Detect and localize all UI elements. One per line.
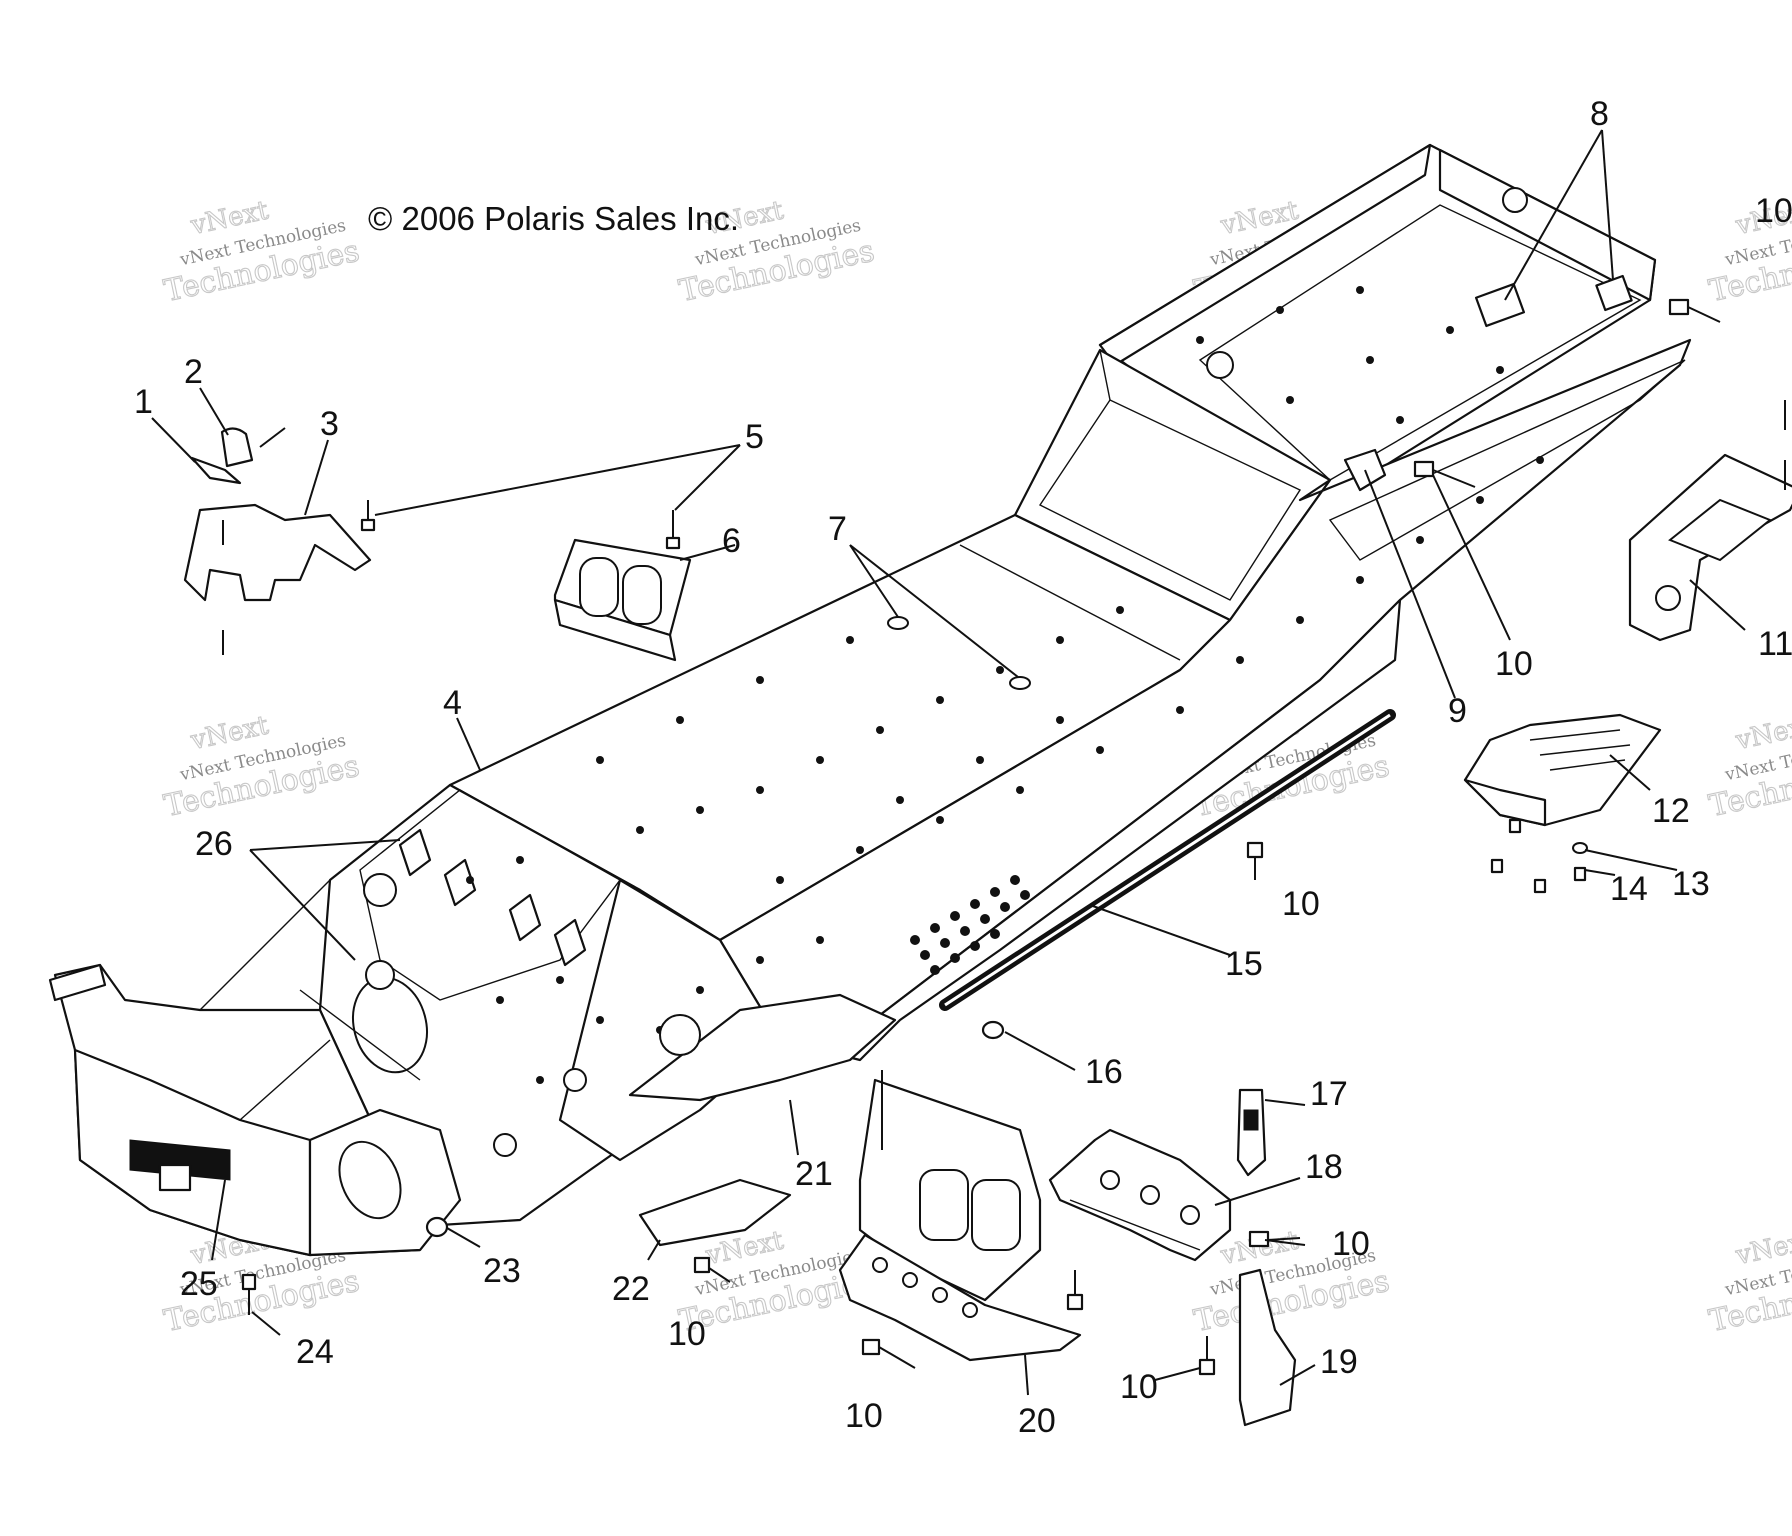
callout-26: 26 [195, 825, 233, 863]
part-14-screw [1573, 866, 1587, 882]
seat-riser-face [1038, 399, 1302, 601]
watermark: vNext vNext Technologies Technologies [1705, 1225, 1792, 1340]
callout-16: 16 [1085, 1053, 1123, 1091]
callout-8: 8 [1590, 95, 1609, 133]
watermark: vNext vNext Technologies Technologies [1705, 710, 1792, 825]
part-8-block [1595, 274, 1633, 312]
callout-4: 4 [443, 684, 462, 722]
watermark: vNext vNext Technologies Technologies [160, 195, 363, 310]
callout-10: 10 [668, 1315, 706, 1353]
running-board [778, 598, 1402, 1062]
part-10-bolt [861, 1338, 916, 1369]
callout-20: 20 [1018, 1402, 1056, 1440]
callout-15: 15 [1225, 945, 1263, 983]
callout-22: 22 [612, 1270, 650, 1308]
part-14-screw [1490, 858, 1504, 874]
part-20-mount [838, 1070, 1082, 1362]
svg-text:vNext: vNext [1733, 710, 1792, 756]
callout-23: 23 [483, 1252, 521, 1290]
callout-14: 14 [1610, 870, 1648, 908]
part-10-bolt [1248, 1230, 1301, 1248]
part-12-footrest [1463, 713, 1662, 827]
rivet-head [665, 536, 681, 550]
leader-lines [151, 129, 1746, 1396]
lower-trim-plate [628, 993, 897, 1102]
part-17-strap [1236, 1088, 1267, 1177]
callout-13: 13 [1672, 865, 1710, 903]
callout-11: 11 [1758, 625, 1792, 663]
toe-hook [398, 828, 432, 877]
part-10-bolt [1413, 460, 1476, 488]
callout-18: 18 [1305, 1148, 1343, 1186]
part-10-bolt [1198, 1336, 1216, 1376]
part-10-bolt [693, 1256, 731, 1283]
copyright-text: © 2006 Polaris Sales Inc. [368, 200, 739, 237]
tow-hook [158, 1163, 192, 1192]
watermark: vNext vNext Technologies Technologies [675, 195, 878, 310]
callout-10: 10 [1120, 1368, 1158, 1406]
part-24-fastener [241, 1273, 257, 1315]
part-18-plate [1048, 1128, 1232, 1262]
toe-hook [443, 858, 477, 907]
callouts: 1 2 3 4 5 6 7 8 9 10 11 12 13 14 15 16 1… [134, 95, 1792, 1440]
part-6-guard [553, 538, 692, 662]
part-14-screw [1533, 878, 1547, 894]
part-14-screw [1508, 818, 1522, 834]
chassis-frame [48, 143, 1692, 1257]
front-flange [48, 963, 107, 1002]
part-1-clip [190, 456, 242, 485]
callout-10: 10 [1282, 885, 1320, 923]
svg-text:vNext: vNext [1733, 1225, 1792, 1271]
callout-24: 24 [296, 1333, 334, 1371]
callout-25: 25 [180, 1265, 218, 1303]
callout-19: 19 [1320, 1343, 1358, 1381]
part-10-bolt [1668, 298, 1721, 323]
part-23-plug [425, 1216, 449, 1238]
tunnel-lower-rail [1328, 359, 1686, 561]
part-8-block [1474, 282, 1526, 328]
callout-1: 1 [134, 383, 153, 421]
toe-hook [553, 918, 587, 967]
part-3-bracket [183, 503, 372, 602]
part-16-plug [981, 1020, 1005, 1040]
traction-holes [910, 875, 1030, 975]
callout-21: 21 [795, 1155, 833, 1193]
callout-5: 5 [745, 418, 764, 456]
callout-10: 10 [1755, 192, 1792, 230]
callout-12: 12 [1652, 792, 1690, 830]
callout-7: 7 [828, 510, 847, 548]
part-11-bracket [1628, 453, 1792, 642]
callout-9: 9 [1448, 692, 1467, 730]
part-13-washer [1572, 842, 1588, 854]
part-19-bracket [1238, 1268, 1297, 1427]
callout-6: 6 [722, 522, 741, 560]
rivet-head [360, 518, 376, 532]
part-7-hole [1009, 676, 1031, 690]
callout-10: 10 [1332, 1225, 1370, 1263]
rear-tunnel-floor [1198, 204, 1642, 481]
part-10-bolt [1246, 841, 1264, 880]
callout-10: 10 [845, 1397, 883, 1435]
callout-17: 17 [1310, 1075, 1348, 1113]
callout-10: 10 [1495, 645, 1533, 683]
nose-oval-hole [338, 1140, 402, 1220]
part-10-bolt [1066, 1270, 1084, 1311]
watermark: vNext vNext Technologies Technologies [160, 710, 363, 825]
callout-2: 2 [184, 353, 203, 391]
rivet-holes [363, 187, 1544, 1157]
part-7-hole [887, 616, 909, 630]
toe-hook [508, 893, 542, 942]
part-22-plate [638, 1178, 792, 1247]
callout-3: 3 [320, 405, 339, 443]
front-bumper-plate [129, 1139, 231, 1181]
part-screw [259, 427, 286, 448]
